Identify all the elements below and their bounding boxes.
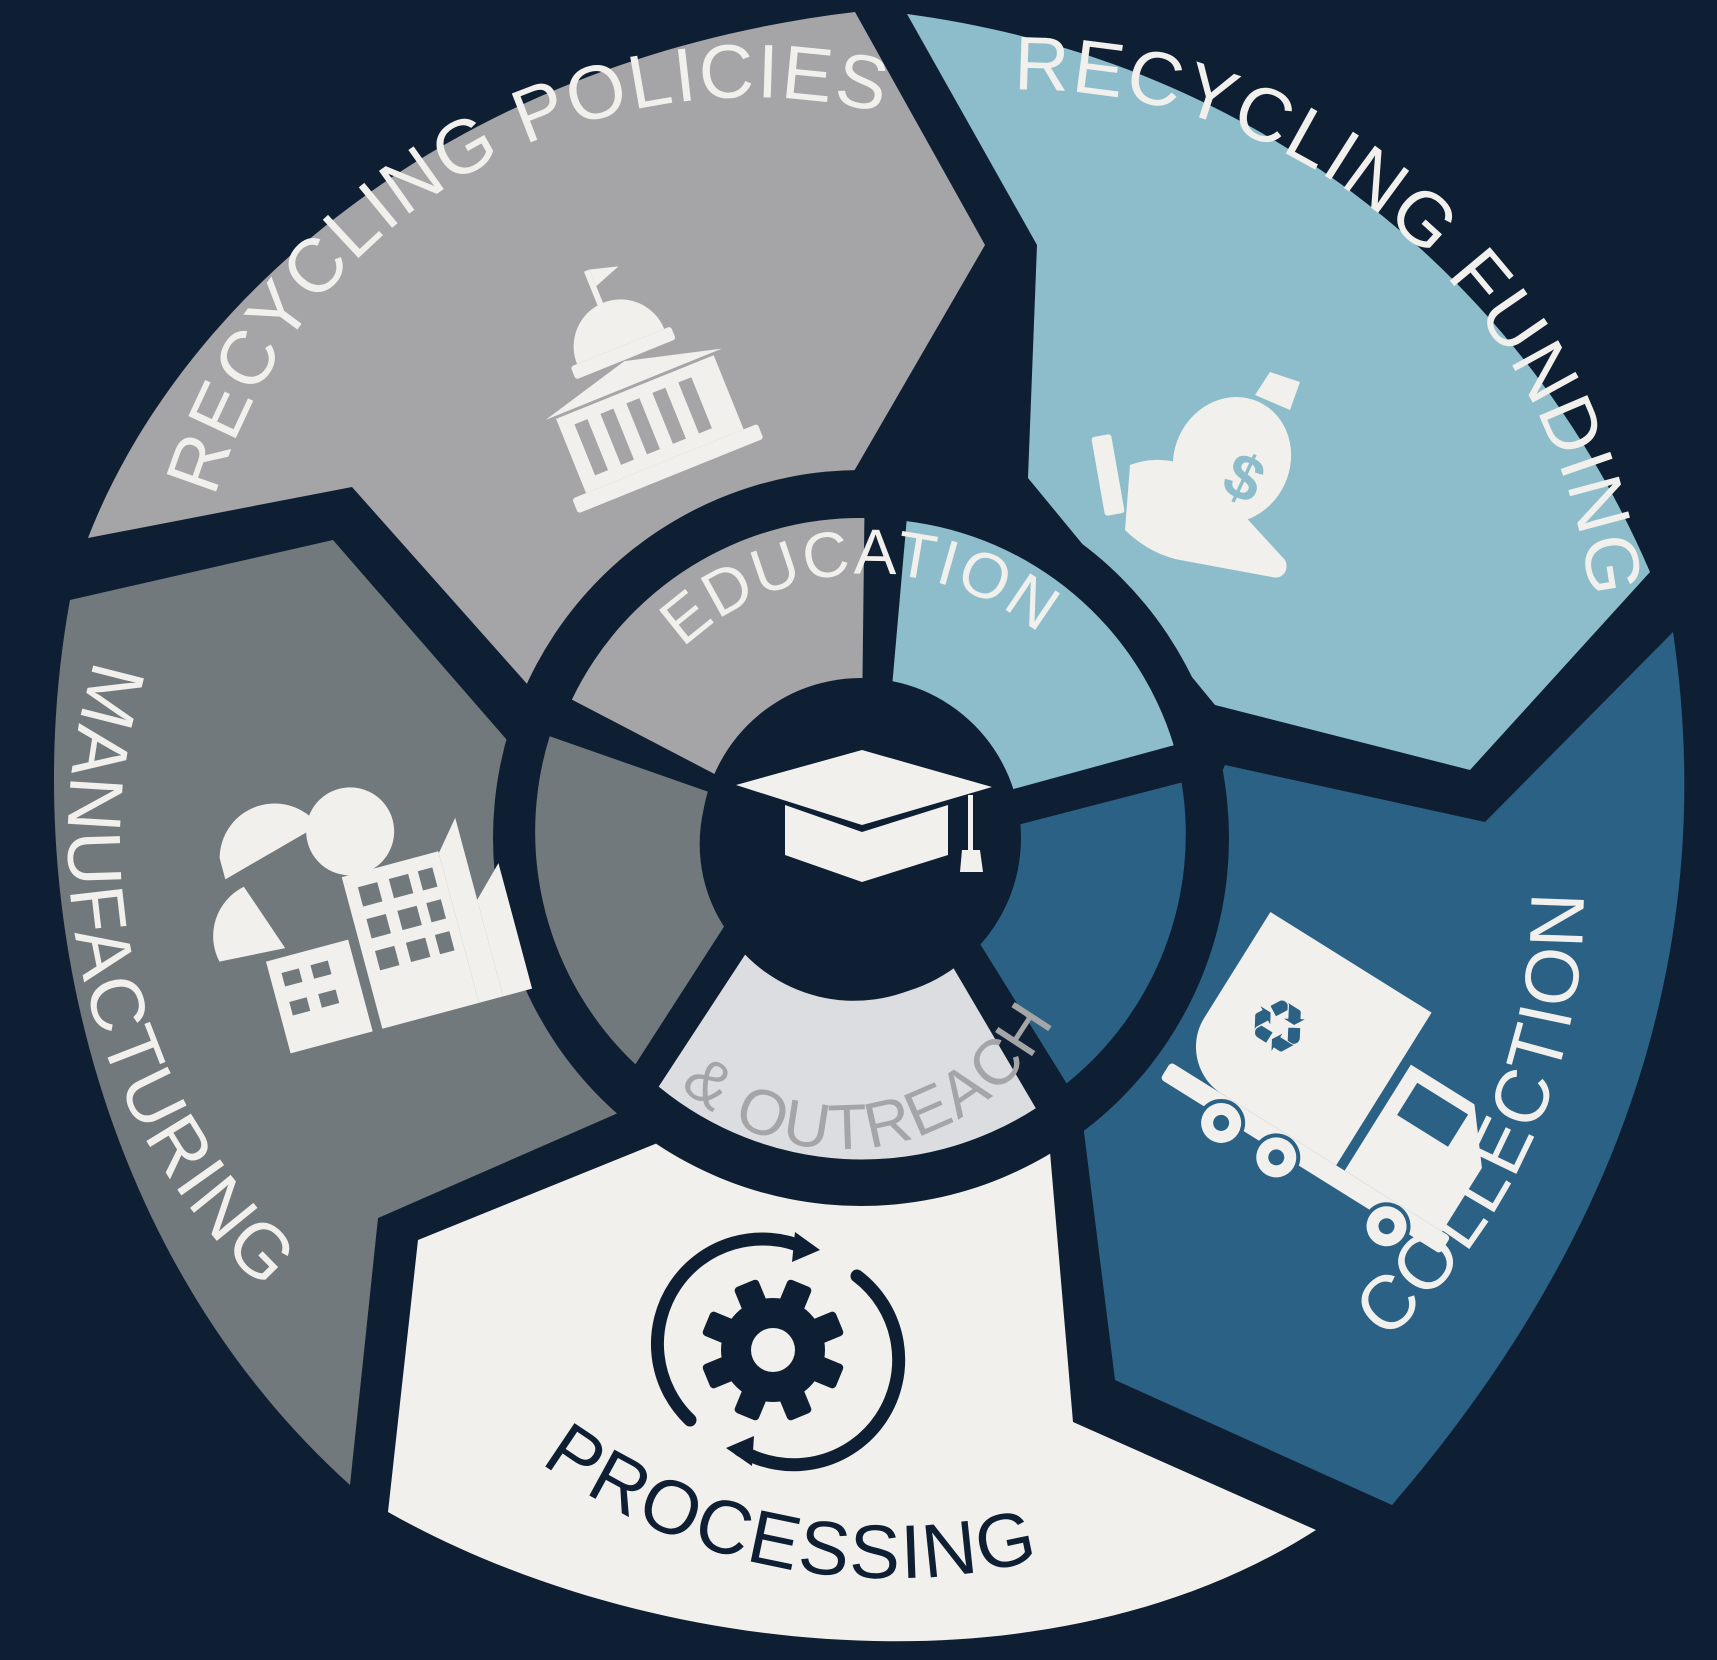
recycling-truck-icon: ♻ [1161,911,1482,1253]
gear-cycle-icon [650,1232,906,1472]
inner-segment-policies[interactable] [571,517,865,775]
graduation-cap-icon [736,750,992,882]
inner-segment-funding[interactable] [892,521,1174,791]
capitol-building-icon [545,266,763,513]
segment-processing[interactable] [388,1142,1316,1642]
money-bag-hand-icon: $ [1091,372,1300,578]
inner-segment-manufacturing[interactable] [535,736,724,1065]
inner-segment-collection[interactable] [977,782,1186,1084]
inner-segment-processing[interactable] [658,954,1036,1160]
factory-icon [213,787,533,1054]
